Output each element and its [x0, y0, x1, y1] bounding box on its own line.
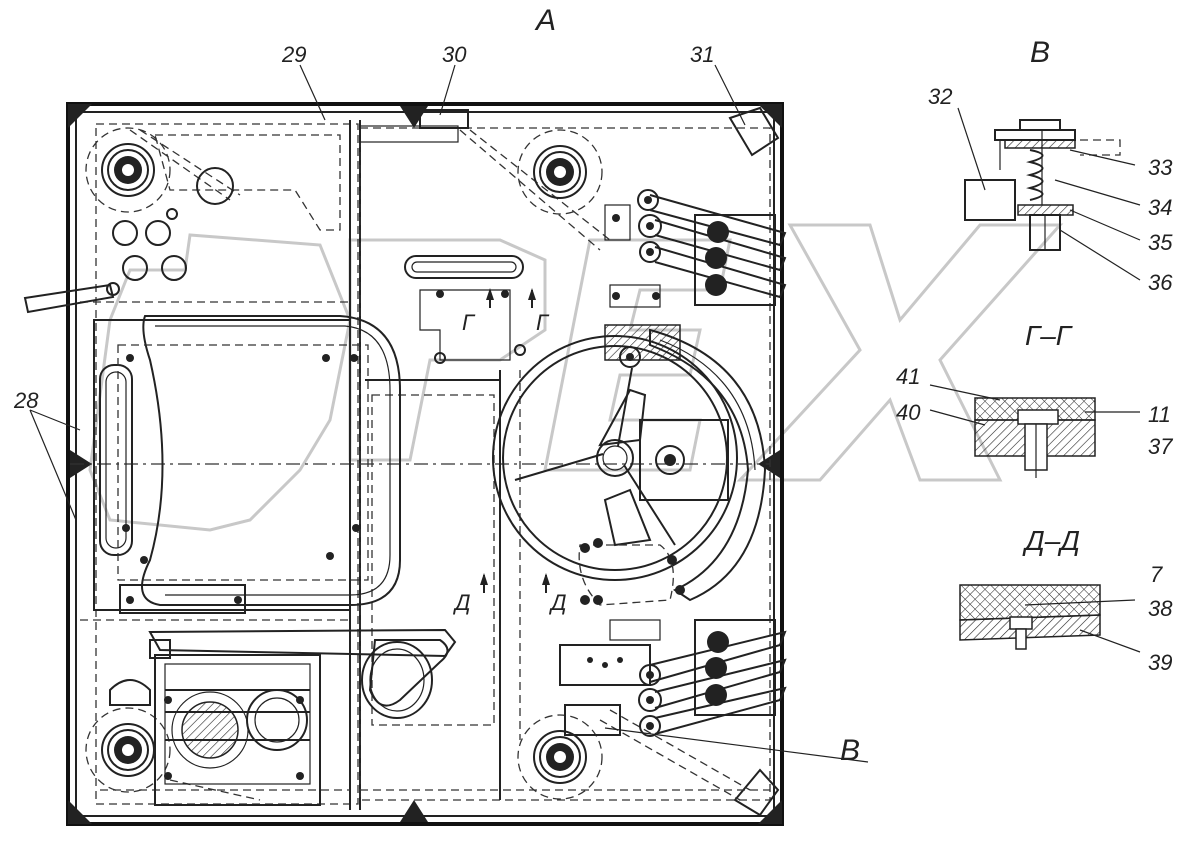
callout-36: 36	[1148, 270, 1173, 295]
pedal-mechanism	[109, 654, 321, 806]
callout-32: 32	[928, 84, 952, 109]
labels: А В Г–Г Д–Д В Г Г Д Д 29 30 31 28 32 33 …	[13, 4, 1173, 767]
cut-label-d-right: Д	[548, 590, 567, 615]
handle-left	[23, 283, 115, 314]
section-label-d: Д–Д	[1022, 525, 1080, 556]
seat	[93, 315, 401, 614]
pedal-group-top	[604, 189, 787, 308]
wheel-top-left	[85, 127, 171, 213]
callout-11: 11	[1148, 402, 1171, 427]
cut-label-d-left: Д	[452, 590, 471, 615]
wheel-bottom-left	[85, 707, 171, 793]
callout-28: 28	[13, 388, 39, 413]
callout-40: 40	[896, 400, 921, 425]
callout-30: 30	[442, 42, 467, 67]
callout-31: 31	[690, 42, 714, 67]
section-g	[929, 384, 1140, 478]
callout-41: 41	[896, 364, 920, 389]
main-view	[23, 64, 869, 826]
steering-wheel	[492, 324, 767, 606]
pointer-label-b: В	[840, 734, 860, 767]
detail-b	[957, 107, 1141, 281]
callout-37: 37	[1148, 434, 1173, 459]
pedal-group-bottom	[559, 619, 787, 737]
cut-label-g-left: Г	[462, 310, 476, 335]
cut-label-g-right: Г	[536, 310, 550, 335]
wheel-bottom-right	[517, 714, 603, 800]
view-label-b: В	[1030, 36, 1050, 69]
callout-38: 38	[1148, 596, 1173, 621]
section-label-g: Г–Г	[1025, 320, 1073, 351]
wheel-top-right	[517, 129, 603, 215]
callout-39: 39	[1148, 650, 1172, 675]
view-label-a: А	[534, 4, 556, 37]
callout-35: 35	[1148, 230, 1173, 255]
outer-frame	[66, 102, 784, 826]
callout-33: 33	[1148, 155, 1173, 180]
callout-29: 29	[281, 42, 306, 67]
section-d	[959, 584, 1141, 653]
callout-34: 34	[1148, 195, 1172, 220]
callout-7: 7	[1150, 562, 1163, 587]
